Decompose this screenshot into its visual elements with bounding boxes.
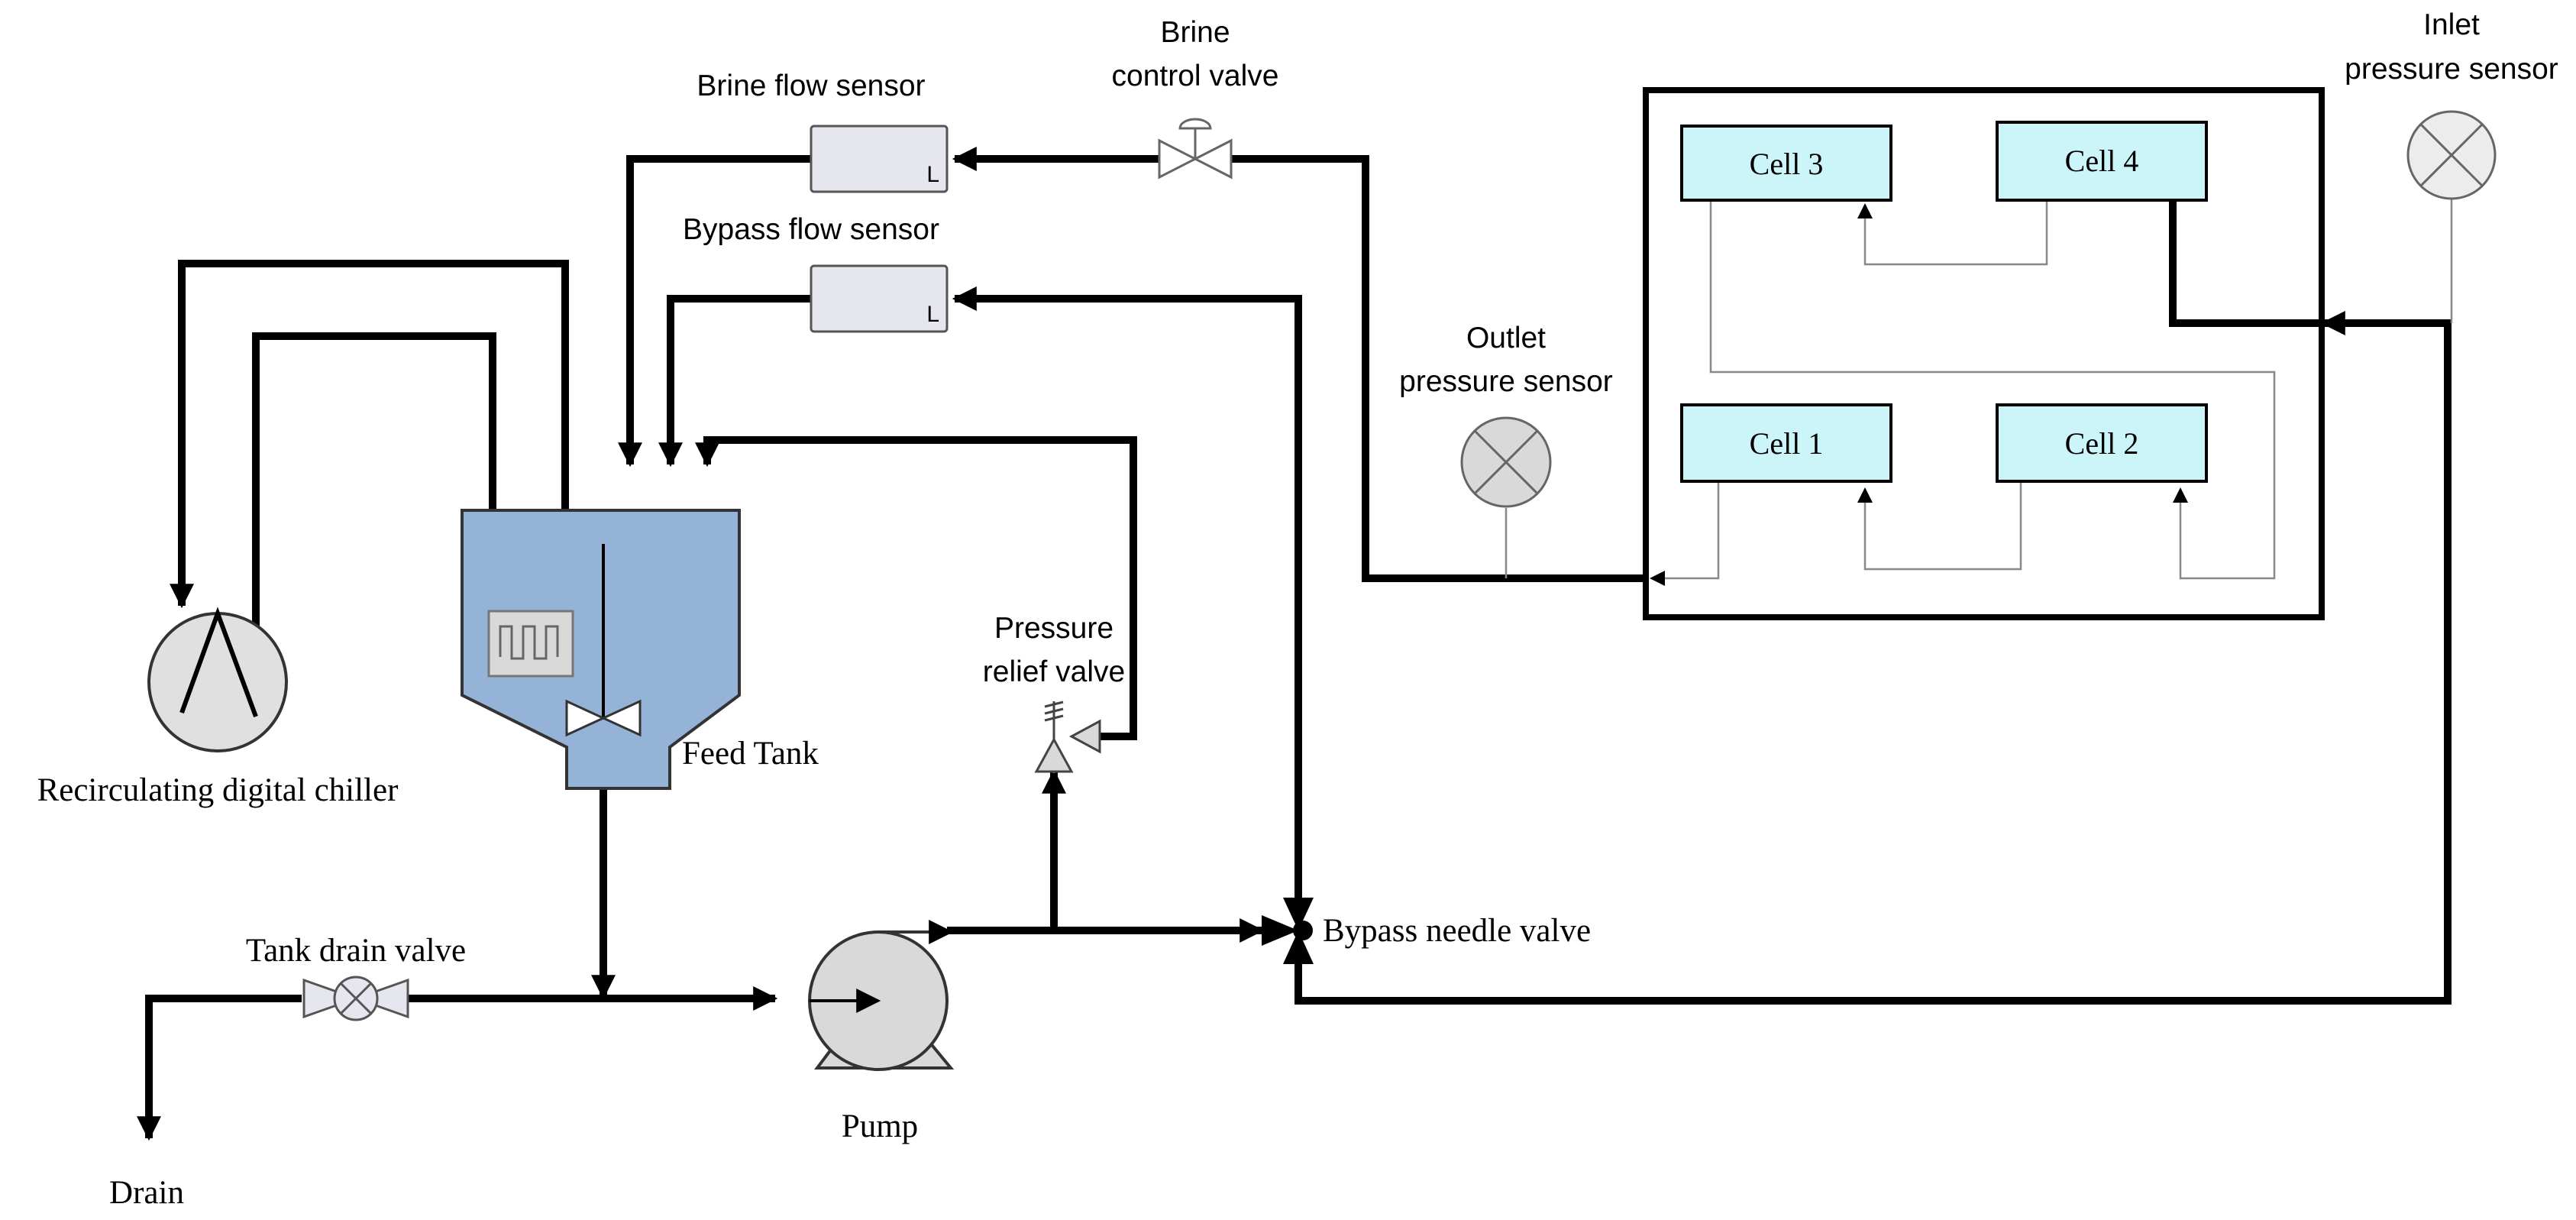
inlet-pressure-sensor (2406, 110, 2497, 200)
brine-control-valve-label-2: control valve (1112, 60, 1279, 92)
chiller-return-pipe (252, 332, 506, 626)
cell4-to-cell3-line (1857, 200, 2048, 266)
relief-return-pipe (694, 436, 1137, 740)
outlet-pressure-sensor (1460, 416, 1552, 508)
tank-mixer (565, 544, 642, 737)
process-pipes (136, 146, 2452, 1141)
brine-control-valve-label-1: Brine (1160, 16, 1230, 49)
cell-2-label: Cell 2 (2065, 426, 2139, 461)
cell-2: Cell 2 (1996, 403, 2208, 483)
pressure-relief-valve-label-2: relief valve (983, 655, 1125, 688)
bypass-sensor-to-tank-pipe (658, 295, 811, 468)
cell3-to-cell2-line (1709, 200, 2276, 580)
bypass-flow-sensor-label: Bypass flow sensor (683, 213, 939, 246)
cell-module-frame (1643, 87, 2325, 620)
chiller-label: Recirculating digital chiller (37, 772, 399, 808)
bypass-return-pipe (952, 286, 1302, 913)
outlet-pressure-sensor-label-1: Outlet (1466, 322, 1546, 354)
cell-feed-pipe (1294, 310, 2452, 1005)
drain-pipe (136, 995, 302, 1141)
inlet-pressure-sensor-label-1: Inlet (2423, 8, 2480, 41)
recirculating-chiller (147, 607, 288, 752)
bypass-flow-sensor: L (810, 264, 949, 333)
pressure-relief-valve (1034, 701, 1101, 773)
outlet-pressure-sensor-label-2: pressure sensor (1399, 365, 1613, 398)
tank-drain-valve-label: Tank drain valve (246, 933, 466, 969)
pump (808, 920, 955, 1071)
cell-3: Cell 3 (1680, 125, 1892, 202)
brine-control-valve (1158, 118, 1233, 180)
bypass-needle-valve-label: Bypass needle valve (1323, 913, 1591, 949)
cell-1-label: Cell 1 (1750, 426, 1824, 461)
brine-flow-sensor: L (810, 125, 949, 193)
inlet-pressure-sensor-label-2: pressure sensor (2345, 53, 2558, 86)
cell-4-label: Cell 4 (2065, 144, 2139, 178)
pressure-relief-valve-label-1: Pressure (994, 612, 1113, 645)
bypass-flow-sensor-mark: L (926, 302, 939, 327)
cell-4: Cell 4 (1996, 121, 2208, 202)
tank-heater-coil (487, 610, 574, 678)
feed-tank (461, 509, 741, 790)
cell4-feed-pipe (2169, 200, 2323, 327)
brine-flow-sensor-mark: L (926, 162, 939, 187)
feed-tank-label: Feed Tank (682, 736, 819, 772)
brine-flow-sensor-label: Brine flow sensor (697, 70, 925, 102)
bypass-needle-valve (1262, 898, 1314, 964)
brine-sensor-to-tank-pipe (617, 155, 811, 468)
cell-3-label: Cell 3 (1750, 147, 1824, 181)
cell1-outlet-line (1650, 481, 1720, 586)
chiller-supply-pipe (169, 260, 569, 609)
tank-drain-valve (302, 976, 409, 1021)
diagram-labels: Brine flow sensor Brine control valve By… (37, 8, 2558, 1211)
drain-label: Drain (109, 1175, 184, 1211)
cell2-to-cell1-line (1857, 481, 2022, 571)
cell-1: Cell 1 (1680, 403, 1892, 483)
pump-label: Pump (842, 1108, 918, 1144)
